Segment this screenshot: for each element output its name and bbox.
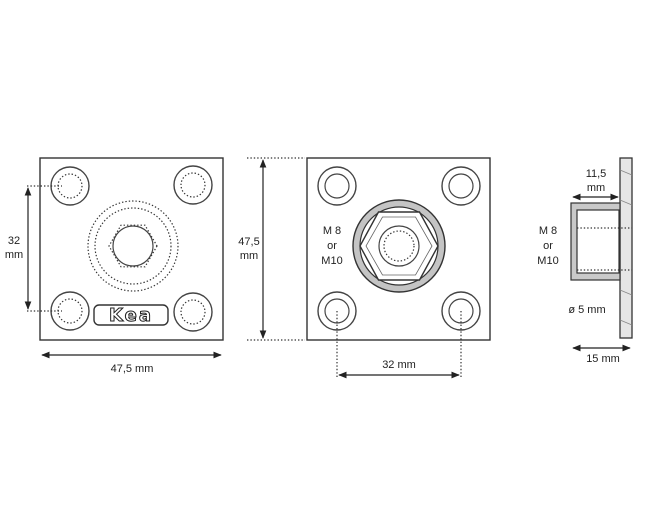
side-dim-top: 11,5 mm [572, 168, 619, 201]
front-dim-vertical-unit: mm [5, 249, 23, 261]
front-dim-vertical-value: 32 [8, 235, 20, 247]
back-dim-vertical-value: 47,5 [238, 236, 259, 248]
side-dim-top-value: 11,5 [586, 168, 607, 180]
side-thread-line3: M10 [537, 255, 558, 267]
front-hole-top-right [173, 165, 213, 205]
side-thread-label: M 8 or M10 [537, 225, 558, 267]
side-dim-top-unit: mm [587, 182, 605, 194]
back-dim-vertical-unit: mm [240, 250, 258, 262]
front-dim-horizontal: 47,5 mm [41, 351, 222, 375]
side-dim-bottom-label: 15 mm [586, 353, 620, 365]
side-dim-bottom: 15 mm [572, 344, 631, 365]
front-center-boss [87, 200, 179, 292]
side-plate [619, 157, 633, 339]
back-thread-label: M 8 or M10 [321, 225, 342, 267]
kea-logo: Kea [93, 304, 169, 327]
front-view: Kea 32 mm 47,5 mm [5, 157, 224, 375]
front-hole-bottom-left [50, 291, 90, 331]
back-dim-vertical: 47,5 mm [238, 157, 305, 341]
back-thread-line2: or [327, 240, 337, 252]
back-hole-top-right [441, 166, 481, 206]
kea-logo-text: Kea [109, 305, 153, 326]
back-view: M 8 or M10 47,5 mm 32 mm [238, 157, 491, 379]
back-thread-line1: M 8 [323, 225, 341, 237]
front-hole-bottom-right [173, 292, 213, 332]
side-nut-body [570, 202, 632, 281]
side-thread-line2: or [543, 240, 553, 252]
side-diameter-label: ø 5 mm [568, 304, 605, 316]
back-dim-horizontal: 32 mm [336, 311, 462, 379]
back-dim-horizontal-label: 32 mm [382, 359, 416, 371]
front-dim-horizontal-label: 47,5 mm [111, 363, 154, 375]
back-hole-top-left [317, 166, 357, 206]
front-dim-vertical: 32 mm [5, 185, 62, 312]
side-view: 11,5 mm M 8 or M10 ø 5 mm 15 mm [537, 157, 633, 365]
back-hex-nut [352, 199, 446, 293]
front-hole-top-left [50, 166, 90, 206]
back-thread-line3: M10 [321, 255, 342, 267]
side-thread-line1: M 8 [539, 225, 557, 237]
